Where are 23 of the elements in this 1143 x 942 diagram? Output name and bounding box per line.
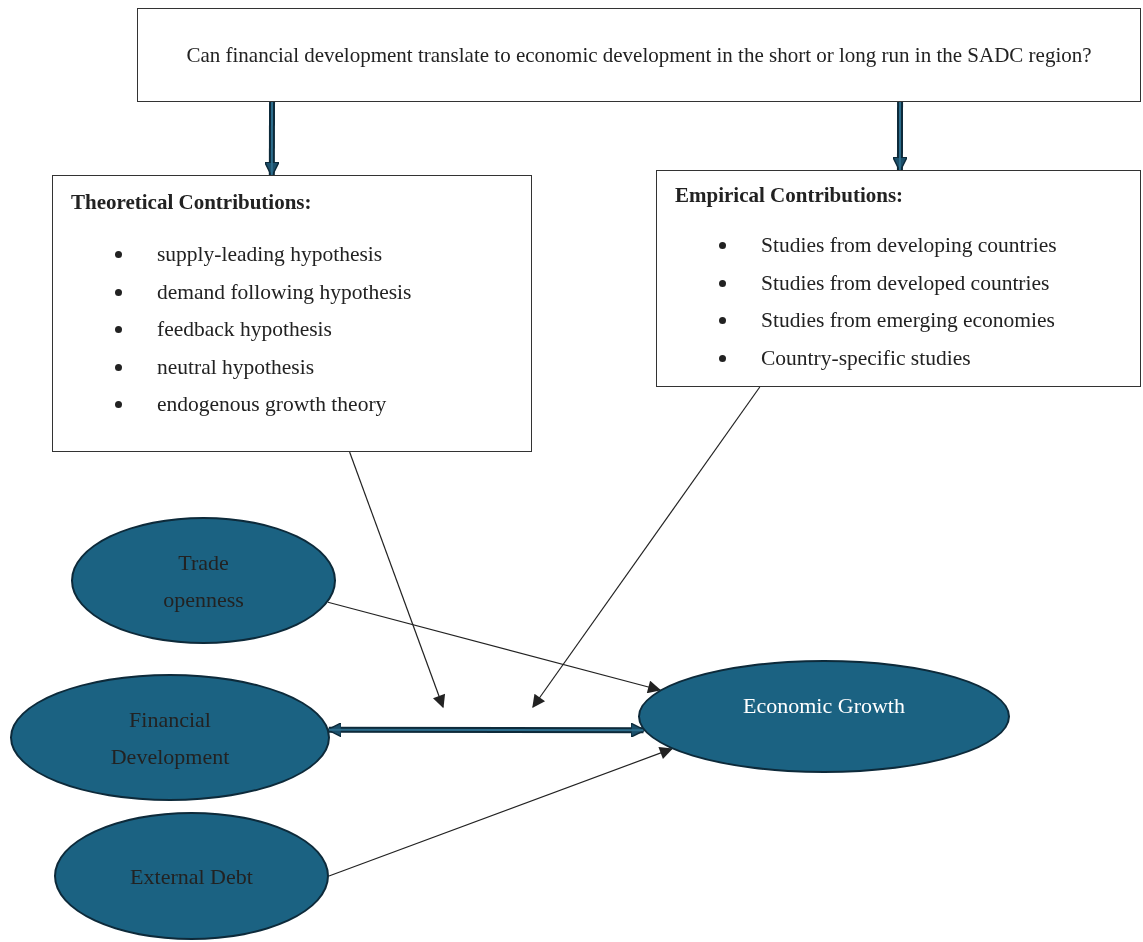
bullet-item: endogenous growth theory — [157, 391, 387, 418]
variable-label: Economic Growth — [743, 692, 905, 720]
arrow — [349, 451, 446, 709]
question-box — [137, 8, 1141, 102]
bullet-item: supply-leading hypothesis — [157, 241, 383, 268]
variable-label: Trade openness — [162, 548, 245, 614]
question-text: Can financial development translate to economic development in the short or long run in the SADC region? — [186, 41, 1092, 69]
bullet-item: Studies from developed countries — [761, 269, 1050, 297]
variable-label: External Debt — [130, 862, 253, 891]
bullet-item: feedback hypothesis — [157, 316, 332, 343]
arrow — [532, 386, 761, 709]
contributions-box — [52, 175, 532, 452]
bullet-item: Studies from emerging economies — [761, 307, 1055, 334]
bullet-item: neutral hypothesis — [157, 353, 315, 381]
arrow — [328, 746, 673, 877]
arrow — [327, 601, 662, 694]
variable-label: Financial Development — [109, 705, 231, 771]
bullet-item: demand following hypothesis — [157, 278, 412, 306]
box-heading: Empirical Contributions: — [675, 183, 904, 208]
contributions-box — [656, 170, 1141, 387]
bullet-item: Country-specific studies — [761, 344, 971, 372]
box-heading: Theoretical Contributions: — [71, 190, 312, 215]
bullet-item: Studies from developing countries — [761, 232, 1057, 259]
